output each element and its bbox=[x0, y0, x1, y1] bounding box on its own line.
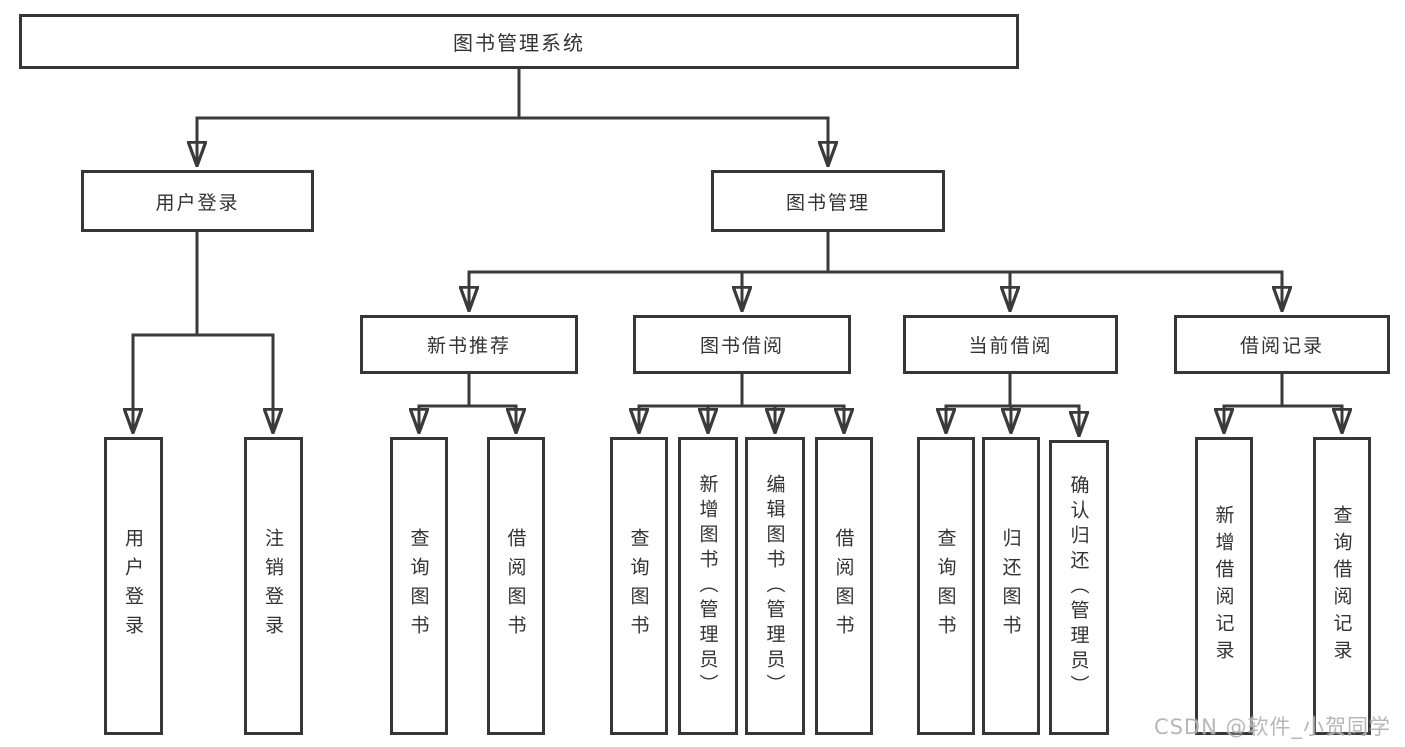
node-user-login: 用户登录 bbox=[81, 170, 314, 232]
edge-bb-to-add-books bbox=[708, 404, 742, 433]
node-br-add-record: 新增借阅记录 bbox=[1195, 437, 1253, 735]
edge-to-borrow-records bbox=[828, 270, 1282, 311]
edge-bb-to-query-books bbox=[639, 404, 742, 433]
edge-nbr-to-query-books bbox=[419, 404, 469, 433]
node-logout-leaf: 注销登录 bbox=[244, 437, 303, 735]
csdn-watermark: CSDN @软件_小贺同学 bbox=[1153, 715, 1391, 739]
edge-to-new-book-recommend bbox=[469, 270, 828, 311]
edge-nbr-to-borrow-books bbox=[469, 404, 516, 433]
node-user-login-leaf: 用户登录 bbox=[104, 437, 163, 735]
node-bb-add-books-admin: 新增图书（管理员） bbox=[678, 437, 738, 735]
edge-root-to-book-management bbox=[519, 116, 828, 166]
edge-br-to-add-record bbox=[1224, 404, 1282, 433]
edge-cb-to-confirm-return bbox=[1010, 404, 1079, 436]
edge-to-current-borrow bbox=[828, 270, 1010, 311]
edge-br-to-query-record bbox=[1282, 404, 1342, 433]
node-bb-borrow-books: 借阅图书 bbox=[815, 437, 873, 735]
node-borrow-records: 借阅记录 bbox=[1174, 315, 1390, 374]
node-library-management-system: 图书管理系统 bbox=[19, 14, 1019, 69]
node-book-management: 图书管理 bbox=[711, 170, 945, 232]
node-new-book-recommend: 新书推荐 bbox=[360, 315, 578, 374]
node-bb-edit-books-admin: 编辑图书（管理员） bbox=[745, 437, 805, 735]
edge-root-to-user-login bbox=[197, 116, 519, 166]
edge-bb-to-edit-books bbox=[742, 404, 775, 433]
node-bb-query-books: 查询图书 bbox=[610, 437, 668, 735]
node-cb-query-books: 查询图书 bbox=[917, 437, 975, 735]
node-cb-confirm-return-admin: 确认归还（管理员） bbox=[1049, 440, 1109, 735]
node-nbr-query-books: 查询图书 bbox=[390, 437, 448, 735]
edge-cb-to-query-books bbox=[946, 404, 1010, 433]
edge-to-book-borrow bbox=[742, 270, 828, 311]
node-cb-return-books: 归还图书 bbox=[982, 437, 1040, 735]
node-book-borrow: 图书借阅 bbox=[633, 315, 851, 374]
node-nbr-borrow-books: 借阅图书 bbox=[487, 437, 545, 735]
edge-to-user-login-leaf bbox=[133, 333, 197, 433]
edge-to-logout-leaf bbox=[197, 333, 273, 433]
edge-cb-to-return-books bbox=[1010, 404, 1011, 433]
node-br-query-record: 查询借阅记录 bbox=[1313, 437, 1371, 735]
edge-bb-to-borrow-books bbox=[742, 404, 844, 433]
node-current-borrow: 当前借阅 bbox=[903, 315, 1118, 374]
